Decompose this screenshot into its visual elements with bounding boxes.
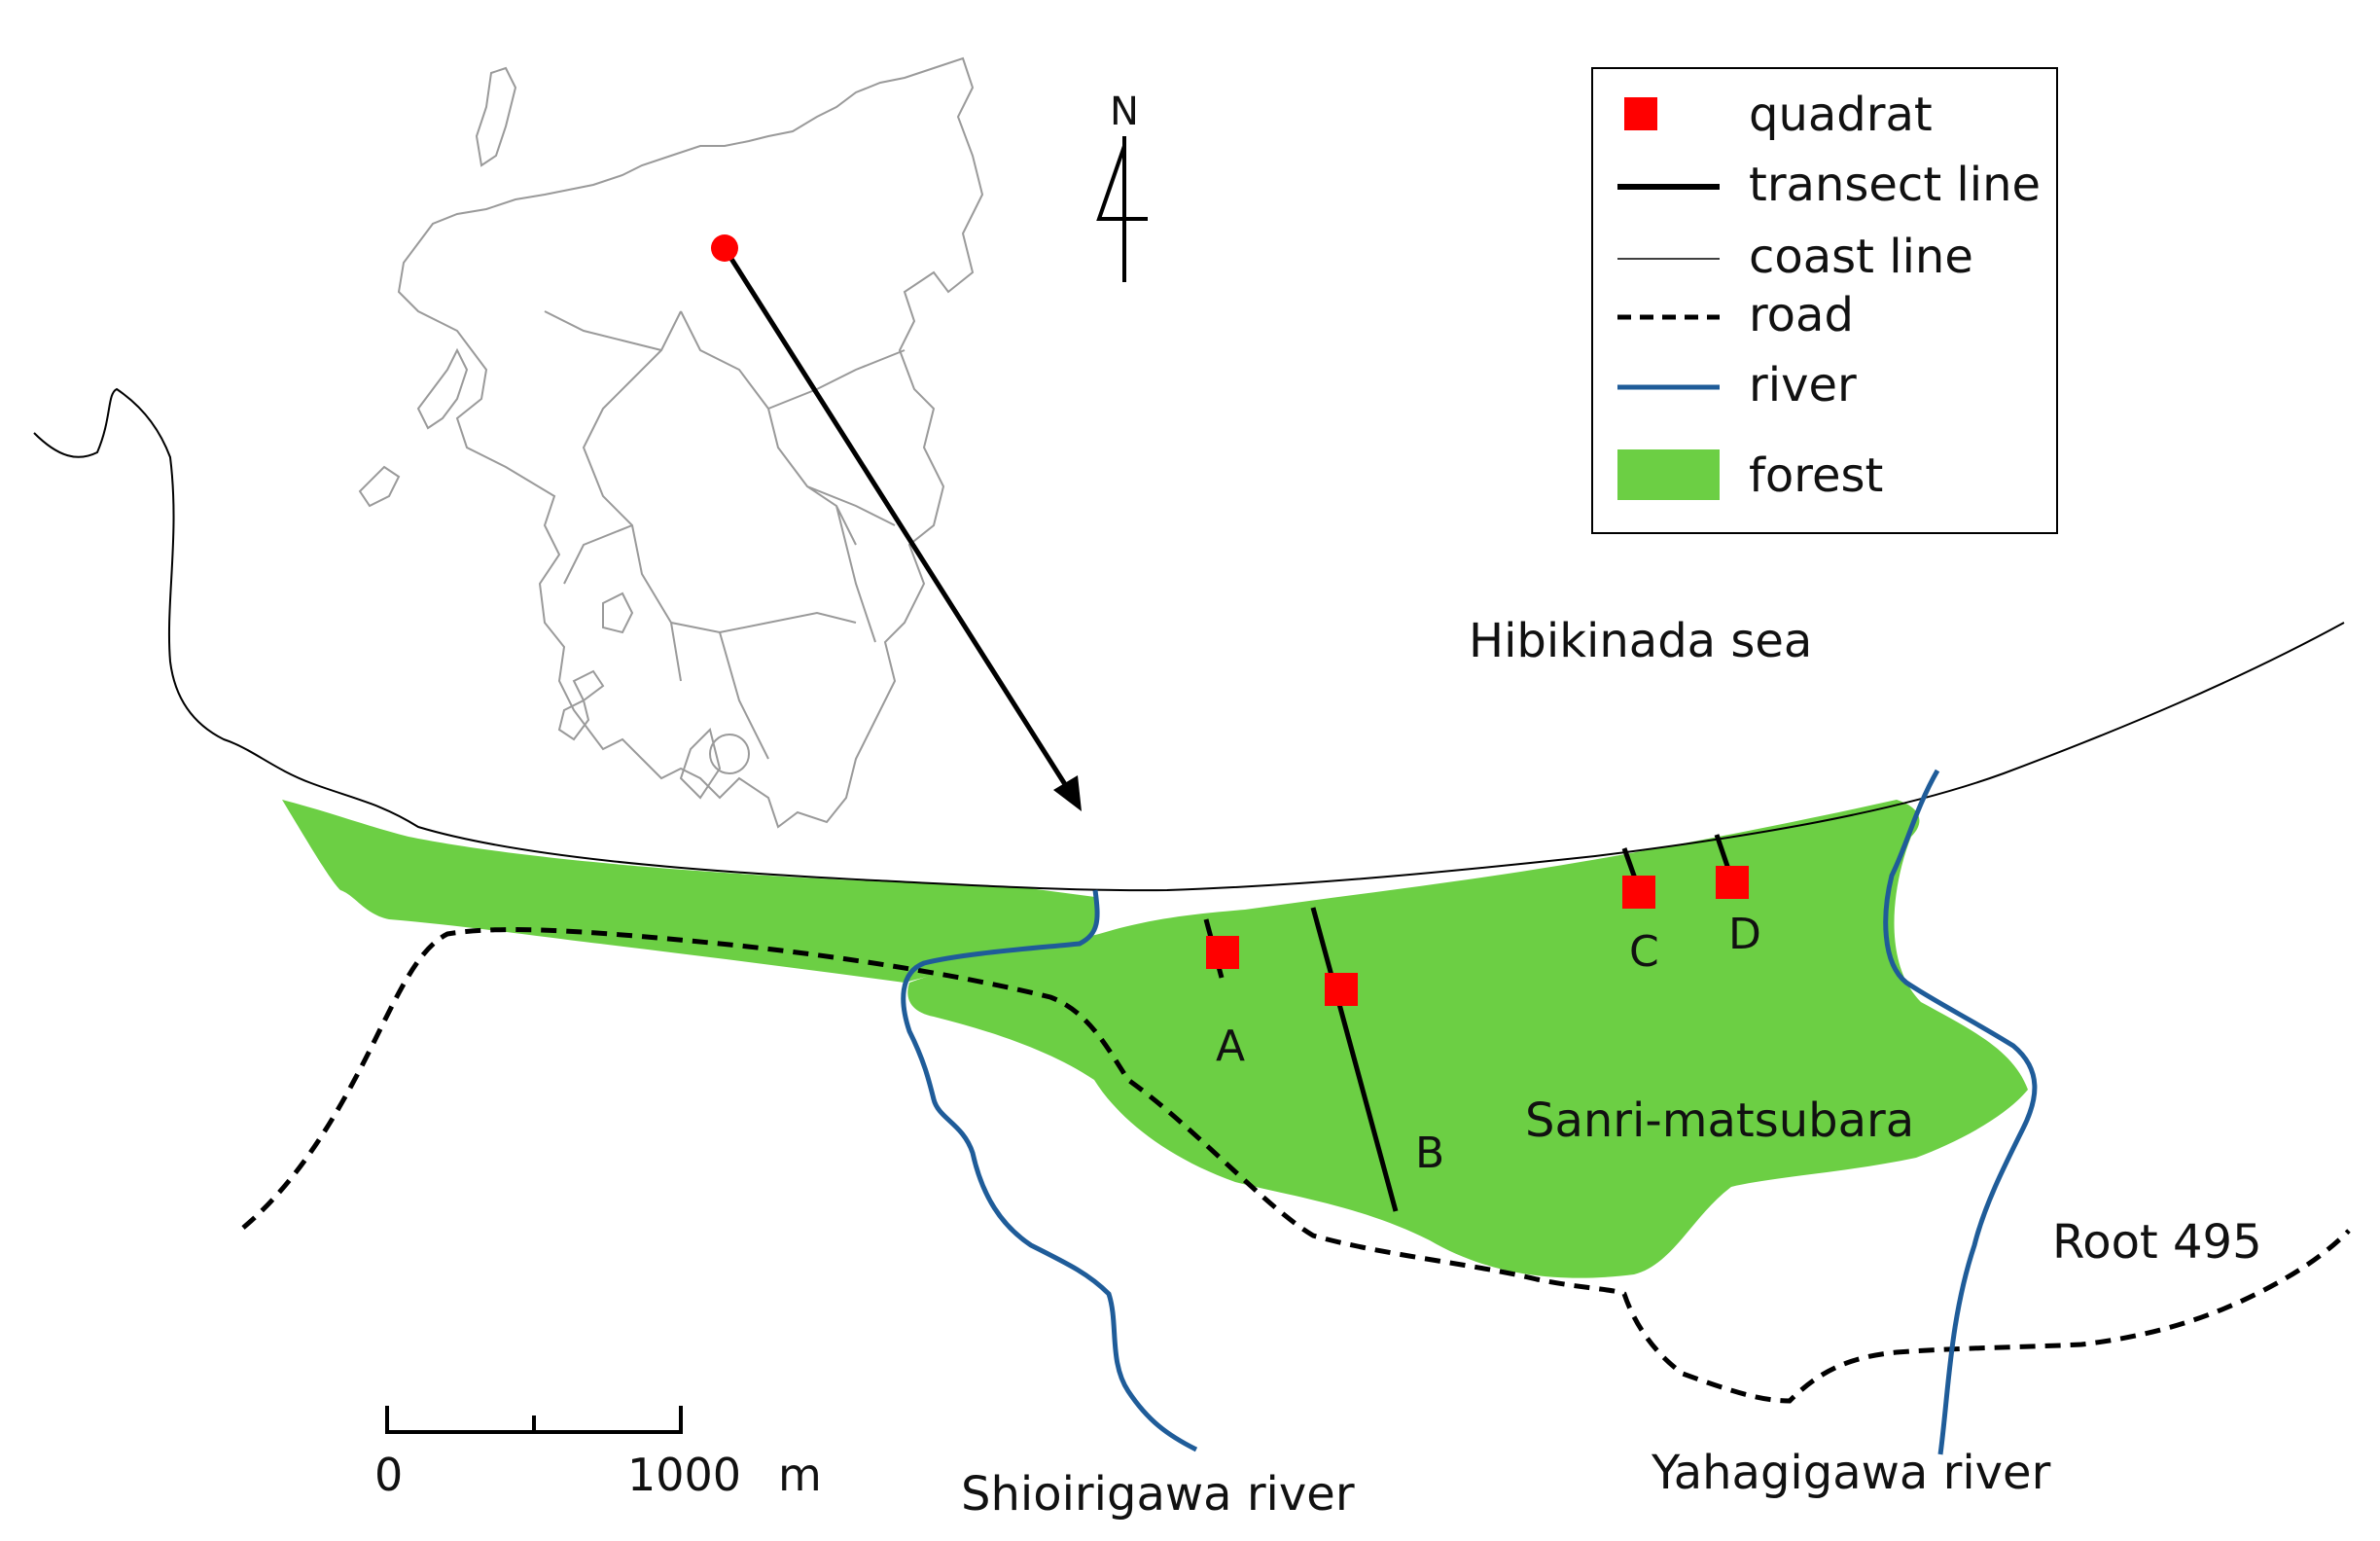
road-label: Root 495 (2052, 1215, 2262, 1270)
inset-volcano-outline (709, 734, 750, 774)
legend-quadrat-symbol (1624, 97, 1657, 130)
inset-location-marker (711, 234, 738, 262)
transect-label-c: C (1629, 927, 1659, 977)
river-shioirigawa (901, 889, 1198, 1452)
scale-bar-start: 0 (374, 1449, 403, 1501)
quadrats (1206, 866, 1749, 1006)
scale-bar (385, 1406, 683, 1434)
quadrat-a (1206, 936, 1239, 969)
forest-areas (282, 800, 2029, 1278)
quadrat-c (1622, 876, 1655, 909)
inset-pointer-arrow (722, 246, 1082, 811)
inset-bay-outline (679, 728, 722, 800)
forest-label: Sanri-matsubara (1525, 1093, 1914, 1148)
forest-west (282, 800, 1099, 983)
coast-line (33, 387, 2345, 892)
quadrat-b (1325, 973, 1358, 1006)
legend-transect-label: transect line (1749, 158, 2041, 212)
river-yahagigawa (1883, 769, 2038, 1455)
scale-bar-end: 1000 (627, 1449, 741, 1501)
river-east-label: Yahagigawa river (1651, 1446, 2051, 1500)
legend: quadrat transect line coast line road ri… (1591, 67, 2058, 534)
legend-forest-label: forest (1749, 448, 1883, 503)
quadrat-d (1716, 866, 1749, 899)
north-arrow-label: N (1110, 90, 1139, 134)
sea-label: Hibikinada sea (1469, 614, 1812, 668)
legend-river-label: river (1749, 358, 1857, 412)
legend-forest-symbol (1617, 449, 1720, 500)
forest-east (907, 800, 2029, 1278)
transect-b-line (1310, 907, 1399, 1212)
transect-label-a: A (1216, 1021, 1245, 1071)
inset-map (358, 56, 984, 829)
rivers (901, 769, 2038, 1455)
north-arrow: N (1096, 90, 1148, 282)
river-west-label: Shioirigawa river (961, 1467, 1355, 1522)
legend-coastline-label: coast line (1749, 230, 1973, 284)
roads (241, 927, 2351, 1404)
inset-coastline (397, 56, 984, 829)
road-main (241, 927, 2351, 1404)
inset-islands (358, 66, 634, 741)
transect-label-d: D (1728, 910, 1761, 959)
inset-prefecture-borders (544, 310, 906, 760)
transect-label-b: B (1415, 1129, 1444, 1178)
scale-bar-unit: m (778, 1449, 822, 1501)
legend-quadrat-label: quadrat (1749, 88, 1933, 142)
legend-road-label: road (1749, 288, 1854, 342)
